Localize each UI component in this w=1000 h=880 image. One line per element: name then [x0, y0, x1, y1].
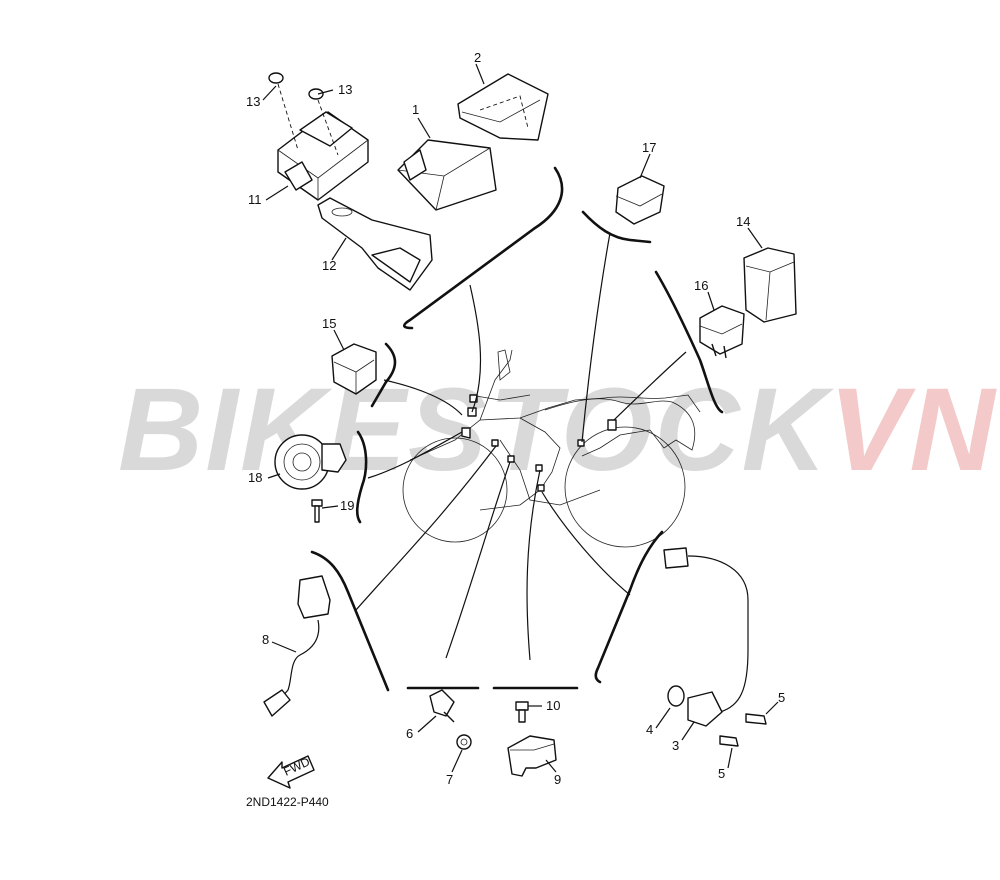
watermark: BIKESTOCKVN [118, 364, 998, 496]
watermark-part1: BIKESTOCK [118, 364, 835, 496]
part-horn [274, 434, 347, 490]
callout-5b: 5 [718, 766, 725, 781]
part-relay-16 [699, 305, 745, 359]
callout-11: 11 [248, 192, 262, 207]
part-bracket [317, 197, 433, 291]
callout-numbers: 2 1 13 13 11 12 17 14 16 15 18 19 8 6 7 … [246, 50, 785, 787]
part-switch-6 [429, 689, 455, 723]
part-module-14 [743, 247, 797, 323]
callout-10: 10 [546, 698, 560, 713]
part-relay-15 [331, 343, 377, 395]
callout-13b: 13 [338, 82, 352, 97]
callout-4: 4 [646, 722, 653, 737]
watermark-text-1: BIKESTOCKVN [118, 364, 998, 496]
diagram-code: 2ND1422-P440 [246, 795, 329, 809]
fwd-arrow: FWD [267, 754, 315, 789]
part-speed-sensor-3 [663, 547, 749, 727]
callout-17: 17 [642, 140, 656, 155]
part-bolt-10 [515, 701, 529, 723]
callout-5a: 5 [778, 690, 785, 705]
motorcycle-outline [402, 349, 701, 548]
callout-7: 7 [446, 772, 453, 787]
part-sensor-9 [507, 735, 557, 777]
callout-13a: 13 [246, 94, 260, 109]
part-washer-7 [456, 734, 472, 750]
callout-15: 15 [322, 316, 336, 331]
part-bolts-5 [719, 713, 767, 747]
part-relay-17 [615, 175, 665, 225]
callout-14: 14 [736, 214, 750, 229]
callout-1: 1 [412, 102, 419, 117]
watermark-part2: VN [829, 364, 998, 496]
callout-18: 18 [248, 470, 262, 485]
callout-6: 6 [406, 726, 413, 741]
part-fuse-cover [457, 73, 549, 141]
callout-12: 12 [322, 258, 336, 273]
callout-19: 19 [340, 498, 354, 513]
part-bolt-19 [311, 499, 323, 523]
part-fuse-box [397, 139, 497, 211]
part-ecu [277, 111, 369, 201]
part-sensor-8 [263, 575, 331, 717]
part-nuts [268, 72, 339, 156]
callout-3: 3 [672, 738, 679, 753]
callout-9: 9 [554, 772, 561, 787]
callout-leaders [262, 63, 779, 773]
callout-2: 2 [474, 50, 481, 65]
part-oring-4 [667, 685, 685, 707]
leader-lines [355, 232, 687, 661]
group-brackets [310, 166, 724, 692]
callout-8: 8 [262, 632, 269, 647]
callout-16: 16 [694, 278, 708, 293]
